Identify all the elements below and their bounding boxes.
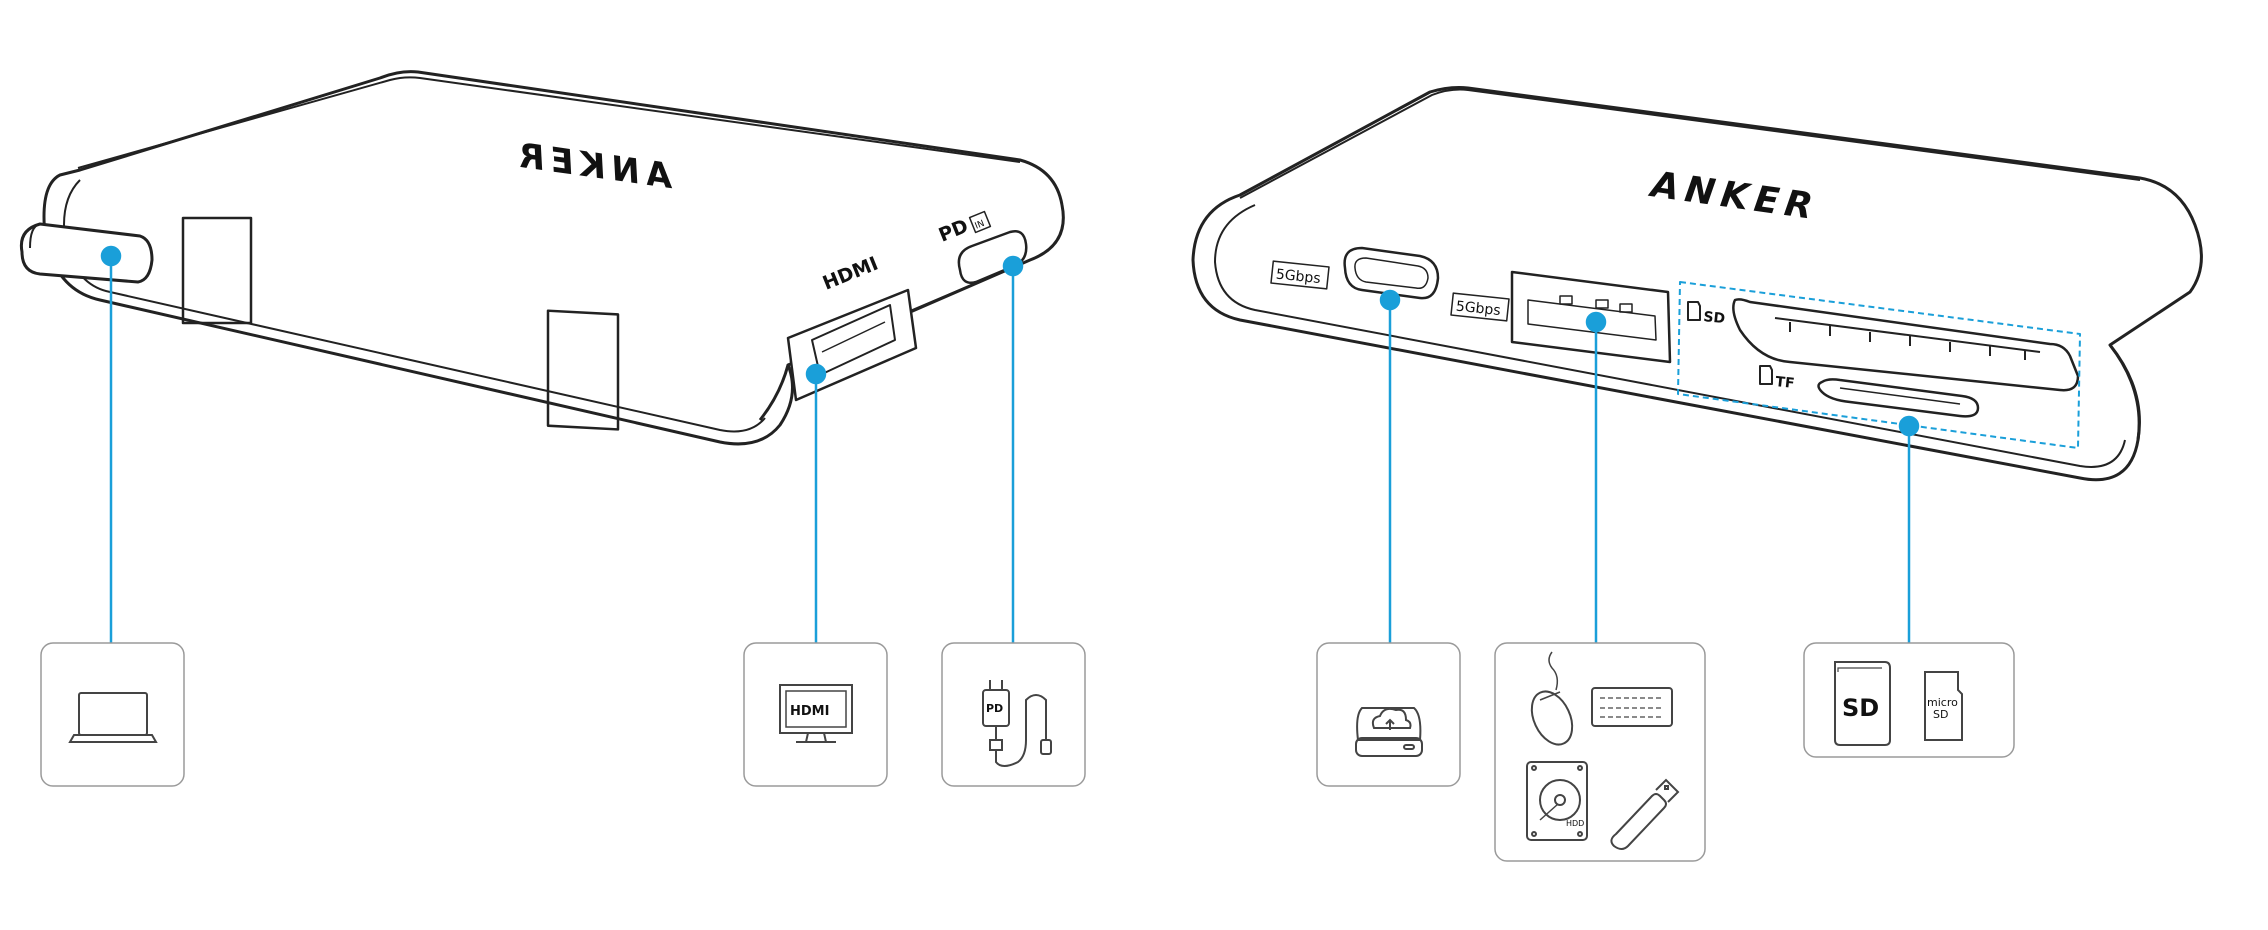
power-adapter-icon <box>982 680 1052 767</box>
sd-slot <box>1732 298 2080 392</box>
pd-in-badge-box <box>968 210 992 234</box>
monitor-icon <box>779 684 853 743</box>
usb-a-speed-badge-box <box>1450 292 1510 322</box>
box-pd <box>941 642 1086 787</box>
micro-sd-icon-label-1: micro <box>1927 696 1958 709</box>
leader-dot-pd <box>1002 255 1024 277</box>
left-hub-device: HDMI PD IN <box>19 70 1065 446</box>
left-hub-body <box>42 70 1065 446</box>
pd-in-port <box>957 230 1028 284</box>
leader-dot-laptop <box>100 245 122 267</box>
usb-c-plug <box>19 222 154 284</box>
tf-slot-label: TF <box>1775 374 1796 392</box>
leader-dot-hdmi <box>805 363 827 385</box>
callout-leaders <box>100 245 1920 643</box>
micro-sd-icon-label-2: SD <box>1933 708 1948 721</box>
laptop-icon <box>68 692 158 743</box>
box-hdmi <box>743 642 888 787</box>
sd-slot-label: SD <box>1703 309 1726 327</box>
sd-card-icon-label: SD <box>1842 694 1879 722</box>
right-hub-body <box>1191 86 2203 482</box>
hard-drive-icon <box>1526 761 1588 841</box>
leader-dot-usb-a <box>1585 311 1607 333</box>
cloud-drive-icon <box>1355 707 1423 757</box>
pd-in-badge: IN <box>974 219 986 232</box>
tf-slot <box>1817 378 1980 418</box>
usb-c-data-port <box>1343 246 1440 300</box>
monitor-icon-label: HDMI <box>790 704 829 719</box>
usb-c-speed-badge-box <box>1270 260 1330 290</box>
usb-stick-icon <box>1610 778 1680 850</box>
usb-a-speed-badge: 5Gbps <box>1455 299 1501 320</box>
sd-card-icon <box>1834 661 1891 746</box>
usb-c-speed-badge: 5Gbps <box>1275 267 1321 288</box>
left-hub-panel-2 <box>546 309 620 431</box>
mouse-icon <box>1530 651 1574 746</box>
power-adapter-icon-label: PD <box>986 702 1003 715</box>
leader-dot-usb-c <box>1379 289 1401 311</box>
hard-drive-icon-label: HDD <box>1566 819 1584 828</box>
tf-slot-glyph <box>1759 365 1773 385</box>
leader-dot-cards <box>1898 415 1920 437</box>
left-hub-panel-1 <box>181 216 253 325</box>
micro-sd-icon <box>1924 671 1963 741</box>
box-storage <box>1316 642 1461 787</box>
sd-slot-glyph <box>1687 301 1701 321</box>
keyboard-icon <box>1591 687 1673 727</box>
box-laptop <box>40 642 185 787</box>
right-hub-device: 5Gbps 5Gbps SD TF <box>1191 86 2203 482</box>
